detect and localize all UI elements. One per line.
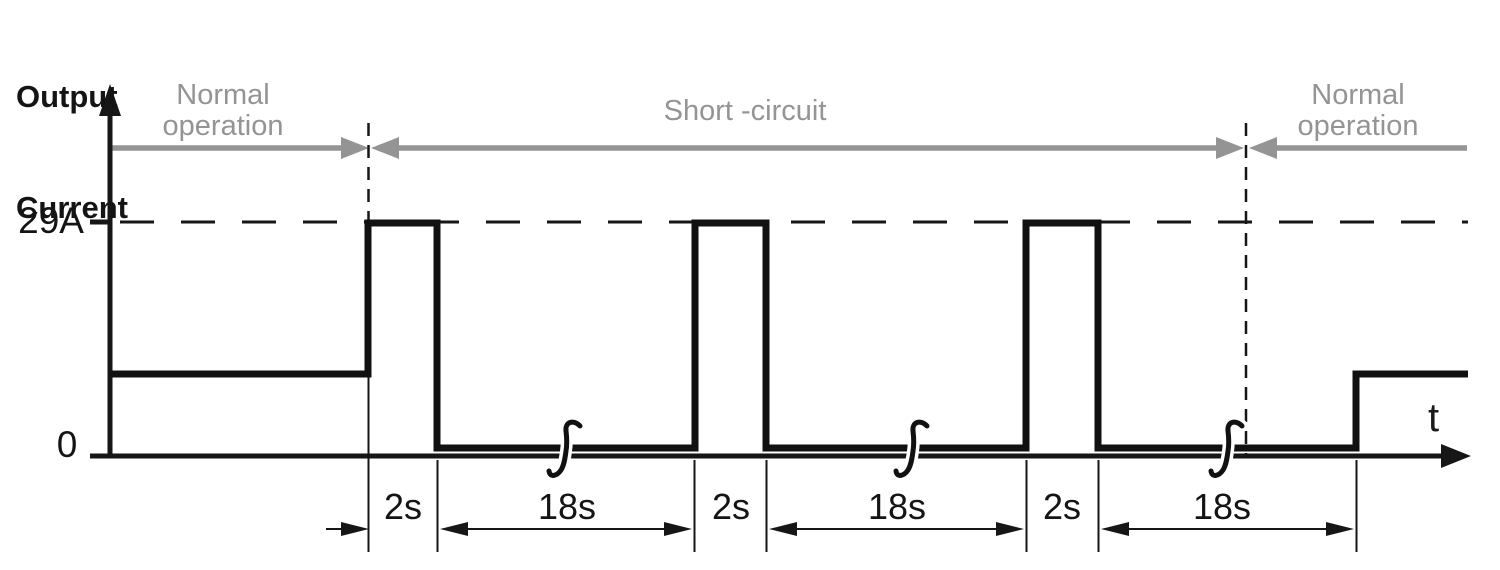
region-label-line: operation — [1297, 110, 1419, 142]
dim-18s-2 — [769, 522, 1024, 536]
region-label-line: Normal — [1311, 79, 1405, 111]
output-current-waveform — [110, 219, 1468, 452]
region-label-line: Short -circuit — [663, 95, 827, 127]
zero-label: 0 — [56, 424, 78, 465]
phase-boundary-lines — [367, 123, 1248, 552]
dim-label-18s-2: 18s — [867, 486, 927, 527]
y-axis-title-line1: Output — [16, 79, 118, 114]
time-break-marks — [543, 416, 1248, 482]
axes — [90, 84, 1471, 468]
x-axis-arrowhead — [1441, 444, 1471, 468]
normal-operation-left-arrow — [112, 137, 369, 159]
dim-label-18s-1: 18s — [537, 486, 597, 527]
dim-label-2s-1: 2s — [383, 486, 423, 527]
region-label-normal-left: Normal operation — [163, 80, 284, 142]
dim-label-2s-2: 2s — [711, 486, 751, 527]
break-mark-1 — [543, 416, 586, 482]
dim-18s-1 — [440, 522, 692, 536]
region-label-normal-right: Normal operation — [1298, 80, 1419, 142]
region-label-line: operation — [162, 110, 284, 142]
dim-label-18s-3: 18s — [1192, 486, 1252, 527]
dim-label-2s-3: 2s — [1042, 486, 1082, 527]
short-circuit-span-arrow — [371, 137, 1244, 159]
current-limit-label: 29A — [18, 200, 84, 241]
x-axis — [90, 444, 1471, 468]
y-axis-title-line2: Current — [16, 190, 128, 225]
dim-leader-2s-1 — [326, 522, 369, 536]
y-axis-arrowhead — [99, 84, 121, 116]
region-label-short-circuit: Short -circuit — [664, 96, 827, 127]
normal-operation-right-arrow — [1249, 137, 1467, 159]
region-label-line: Normal — [176, 79, 270, 111]
dimension-lines — [326, 522, 1354, 536]
break-mark-2 — [890, 416, 933, 482]
y-axis — [99, 84, 121, 456]
phase-arrows — [112, 137, 1467, 159]
y-axis-title: Output Current — [16, 4, 128, 300]
dimension-extension-lines — [436, 460, 1358, 552]
time-axis-label: t — [1428, 396, 1440, 440]
dim-18s-3 — [1101, 522, 1354, 536]
break-mark-3 — [1205, 416, 1248, 482]
